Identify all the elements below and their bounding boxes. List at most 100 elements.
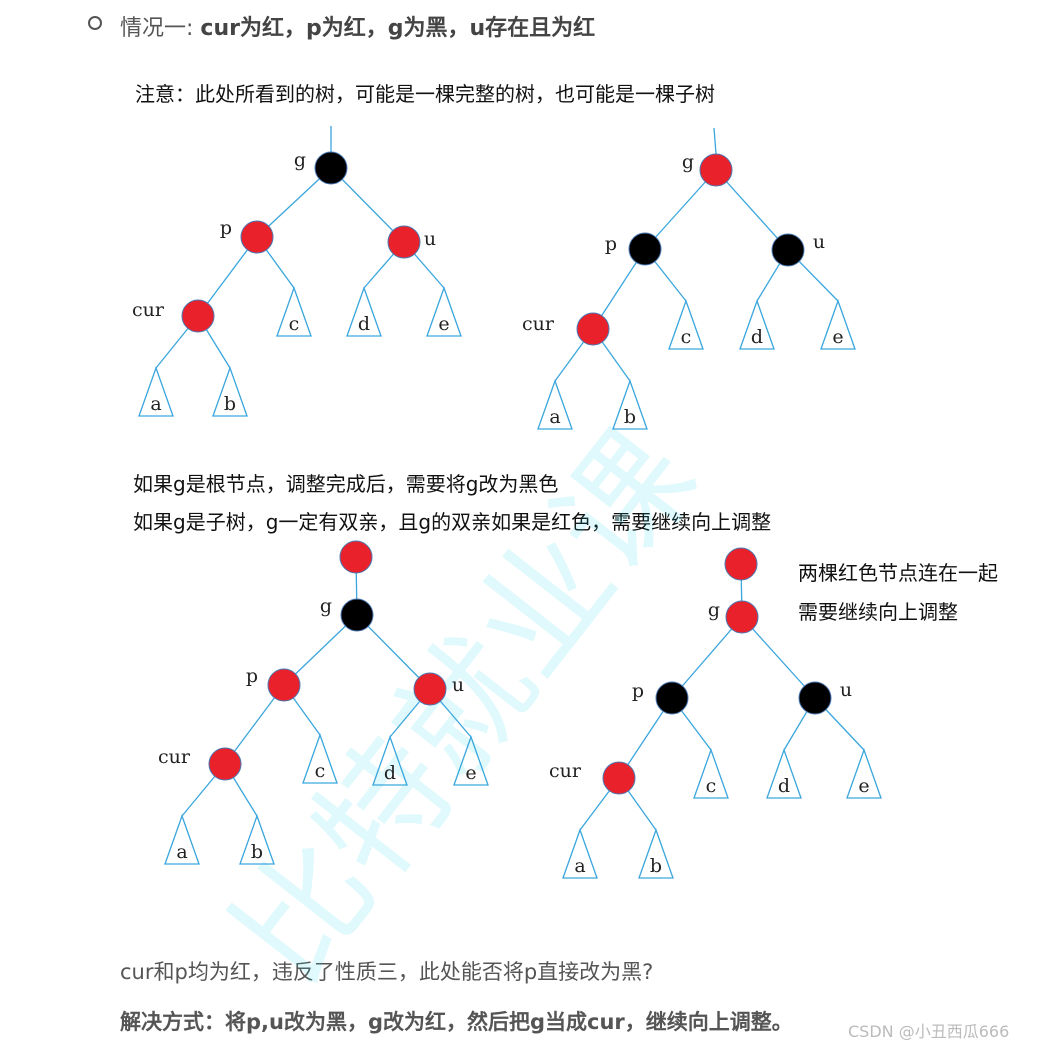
subtree-a: a (562, 828, 598, 879)
subtree-triangle-icon (820, 299, 856, 350)
node-cur (602, 761, 636, 795)
subtree-triangle-icon (638, 828, 674, 879)
subtree-d: d (372, 735, 408, 786)
subtree-case-note: 如果g是子树，g一定有双亲，且g的双亲如果是红色，需要继续向上调整 (133, 510, 772, 534)
label-p: p (605, 233, 617, 255)
node-cur (576, 312, 610, 346)
subtree-triangle-icon (372, 735, 408, 786)
subtree-triangle-icon (346, 286, 382, 337)
subtree-triangle-icon (693, 748, 729, 799)
subtree-label: c (315, 760, 326, 782)
subtree-b: b (612, 379, 648, 430)
subtree-triangle-icon (562, 828, 598, 879)
subtree-d: d (346, 286, 382, 337)
subtree-a: a (138, 366, 174, 417)
subtree-label: d (384, 762, 396, 784)
node-cur (208, 747, 242, 781)
node-u (798, 681, 832, 715)
subtree-c: c (668, 299, 704, 350)
node-g (314, 151, 348, 185)
watermark: 比特就业课 (205, 403, 725, 1009)
subtree-triangle-icon (739, 299, 775, 350)
subtree-a: a (537, 379, 573, 430)
solution-text: 解决方式：将p,u改为黑，g改为红，然后把g当成cur，继续向上调整。 (120, 1010, 793, 1034)
subtree-label: c (289, 313, 300, 335)
edge-g-u (330, 167, 405, 243)
side-note-line-2: 需要继续向上调整 (798, 600, 958, 624)
subtree-triangle-icon (164, 814, 200, 865)
subtree-d: d (739, 299, 775, 350)
label-cur: cur (549, 760, 582, 782)
watermark-text: 比特就业课 (205, 403, 725, 1009)
subtree-label: e (858, 775, 869, 797)
subtree-c: c (693, 748, 729, 799)
subtree-label: c (681, 326, 692, 348)
subtree-label: b (624, 406, 636, 428)
subtree-b: b (638, 828, 674, 879)
edge-g-p (644, 169, 717, 250)
subtree-label: e (832, 326, 843, 348)
hollow-circle-bullet-icon (88, 16, 102, 30)
node-p (628, 232, 662, 266)
subtree-triangle-icon (668, 299, 704, 350)
subtree-b: b (239, 814, 275, 865)
node-p (655, 681, 689, 715)
question-text: cur和p均为红，违反了性质三，此处能否将p直接改为黑? (120, 960, 654, 984)
subtree-e: e (820, 299, 856, 350)
subtree-label: b (251, 841, 263, 863)
subtree-label: d (751, 326, 763, 348)
subtree-d: d (766, 748, 802, 799)
subtree-triangle-icon (537, 379, 573, 430)
subtree-label: a (150, 393, 161, 415)
side-note-line-1: 两棵红色节点连在一起 (798, 561, 998, 585)
node-p (240, 220, 274, 254)
root-edge (713, 127, 717, 155)
subtree-triangle-icon (846, 748, 882, 799)
g-parent-node (339, 540, 373, 574)
subtree-triangle-icon (138, 366, 174, 417)
case-heading-condition: cur为红，p为红，g为黑，u存在且为红 (200, 16, 596, 41)
label-u: u (424, 228, 436, 250)
subtree-note: 注意：此处所看到的树，可能是一棵完整的树，也可能是一棵子树 (135, 82, 715, 106)
label-cur: cur (522, 313, 555, 335)
subtree-triangle-icon (302, 733, 338, 784)
subtree-label: b (650, 855, 662, 877)
subtree-e: e (846, 748, 882, 799)
subtree-label: e (438, 313, 449, 335)
author-credit: CSDN @小丑西瓜666 (848, 1022, 1010, 1041)
subtree-label: e (465, 762, 476, 784)
edge-g-u (356, 614, 431, 690)
edge-g-p (283, 614, 358, 686)
subtree-a: a (164, 814, 200, 865)
label-g: g (682, 151, 694, 173)
subtree-label: c (706, 775, 717, 797)
case-heading-prefix: 情况一: (120, 16, 201, 41)
label-p: p (246, 665, 258, 687)
case-heading: 情况一: cur为红，p为红，g为黑，u存在且为红 (120, 10, 595, 42)
label-g: g (320, 595, 332, 617)
subtree-b: b (212, 366, 248, 417)
label-cur: cur (158, 746, 191, 768)
subtree-triangle-icon (212, 366, 248, 417)
subtree-label: b (224, 393, 236, 415)
label-p: p (632, 680, 644, 702)
subtree-label: a (574, 855, 585, 877)
node-u (771, 233, 805, 267)
g-parent-node (724, 547, 758, 581)
subtree-label: a (176, 841, 187, 863)
subtree-triangle-icon (766, 748, 802, 799)
subtree-label: a (549, 406, 560, 428)
node-p (267, 668, 301, 702)
subtree-c: c (302, 733, 338, 784)
edge-g-p (671, 616, 743, 699)
root-case-note: 如果g是根节点，调整完成后，需要将g改为黑色 (133, 472, 559, 496)
subtree-triangle-icon (239, 814, 275, 865)
edge-g-u (715, 169, 789, 251)
edge-g-u (741, 616, 816, 699)
subtree-triangle-icon (426, 286, 462, 337)
